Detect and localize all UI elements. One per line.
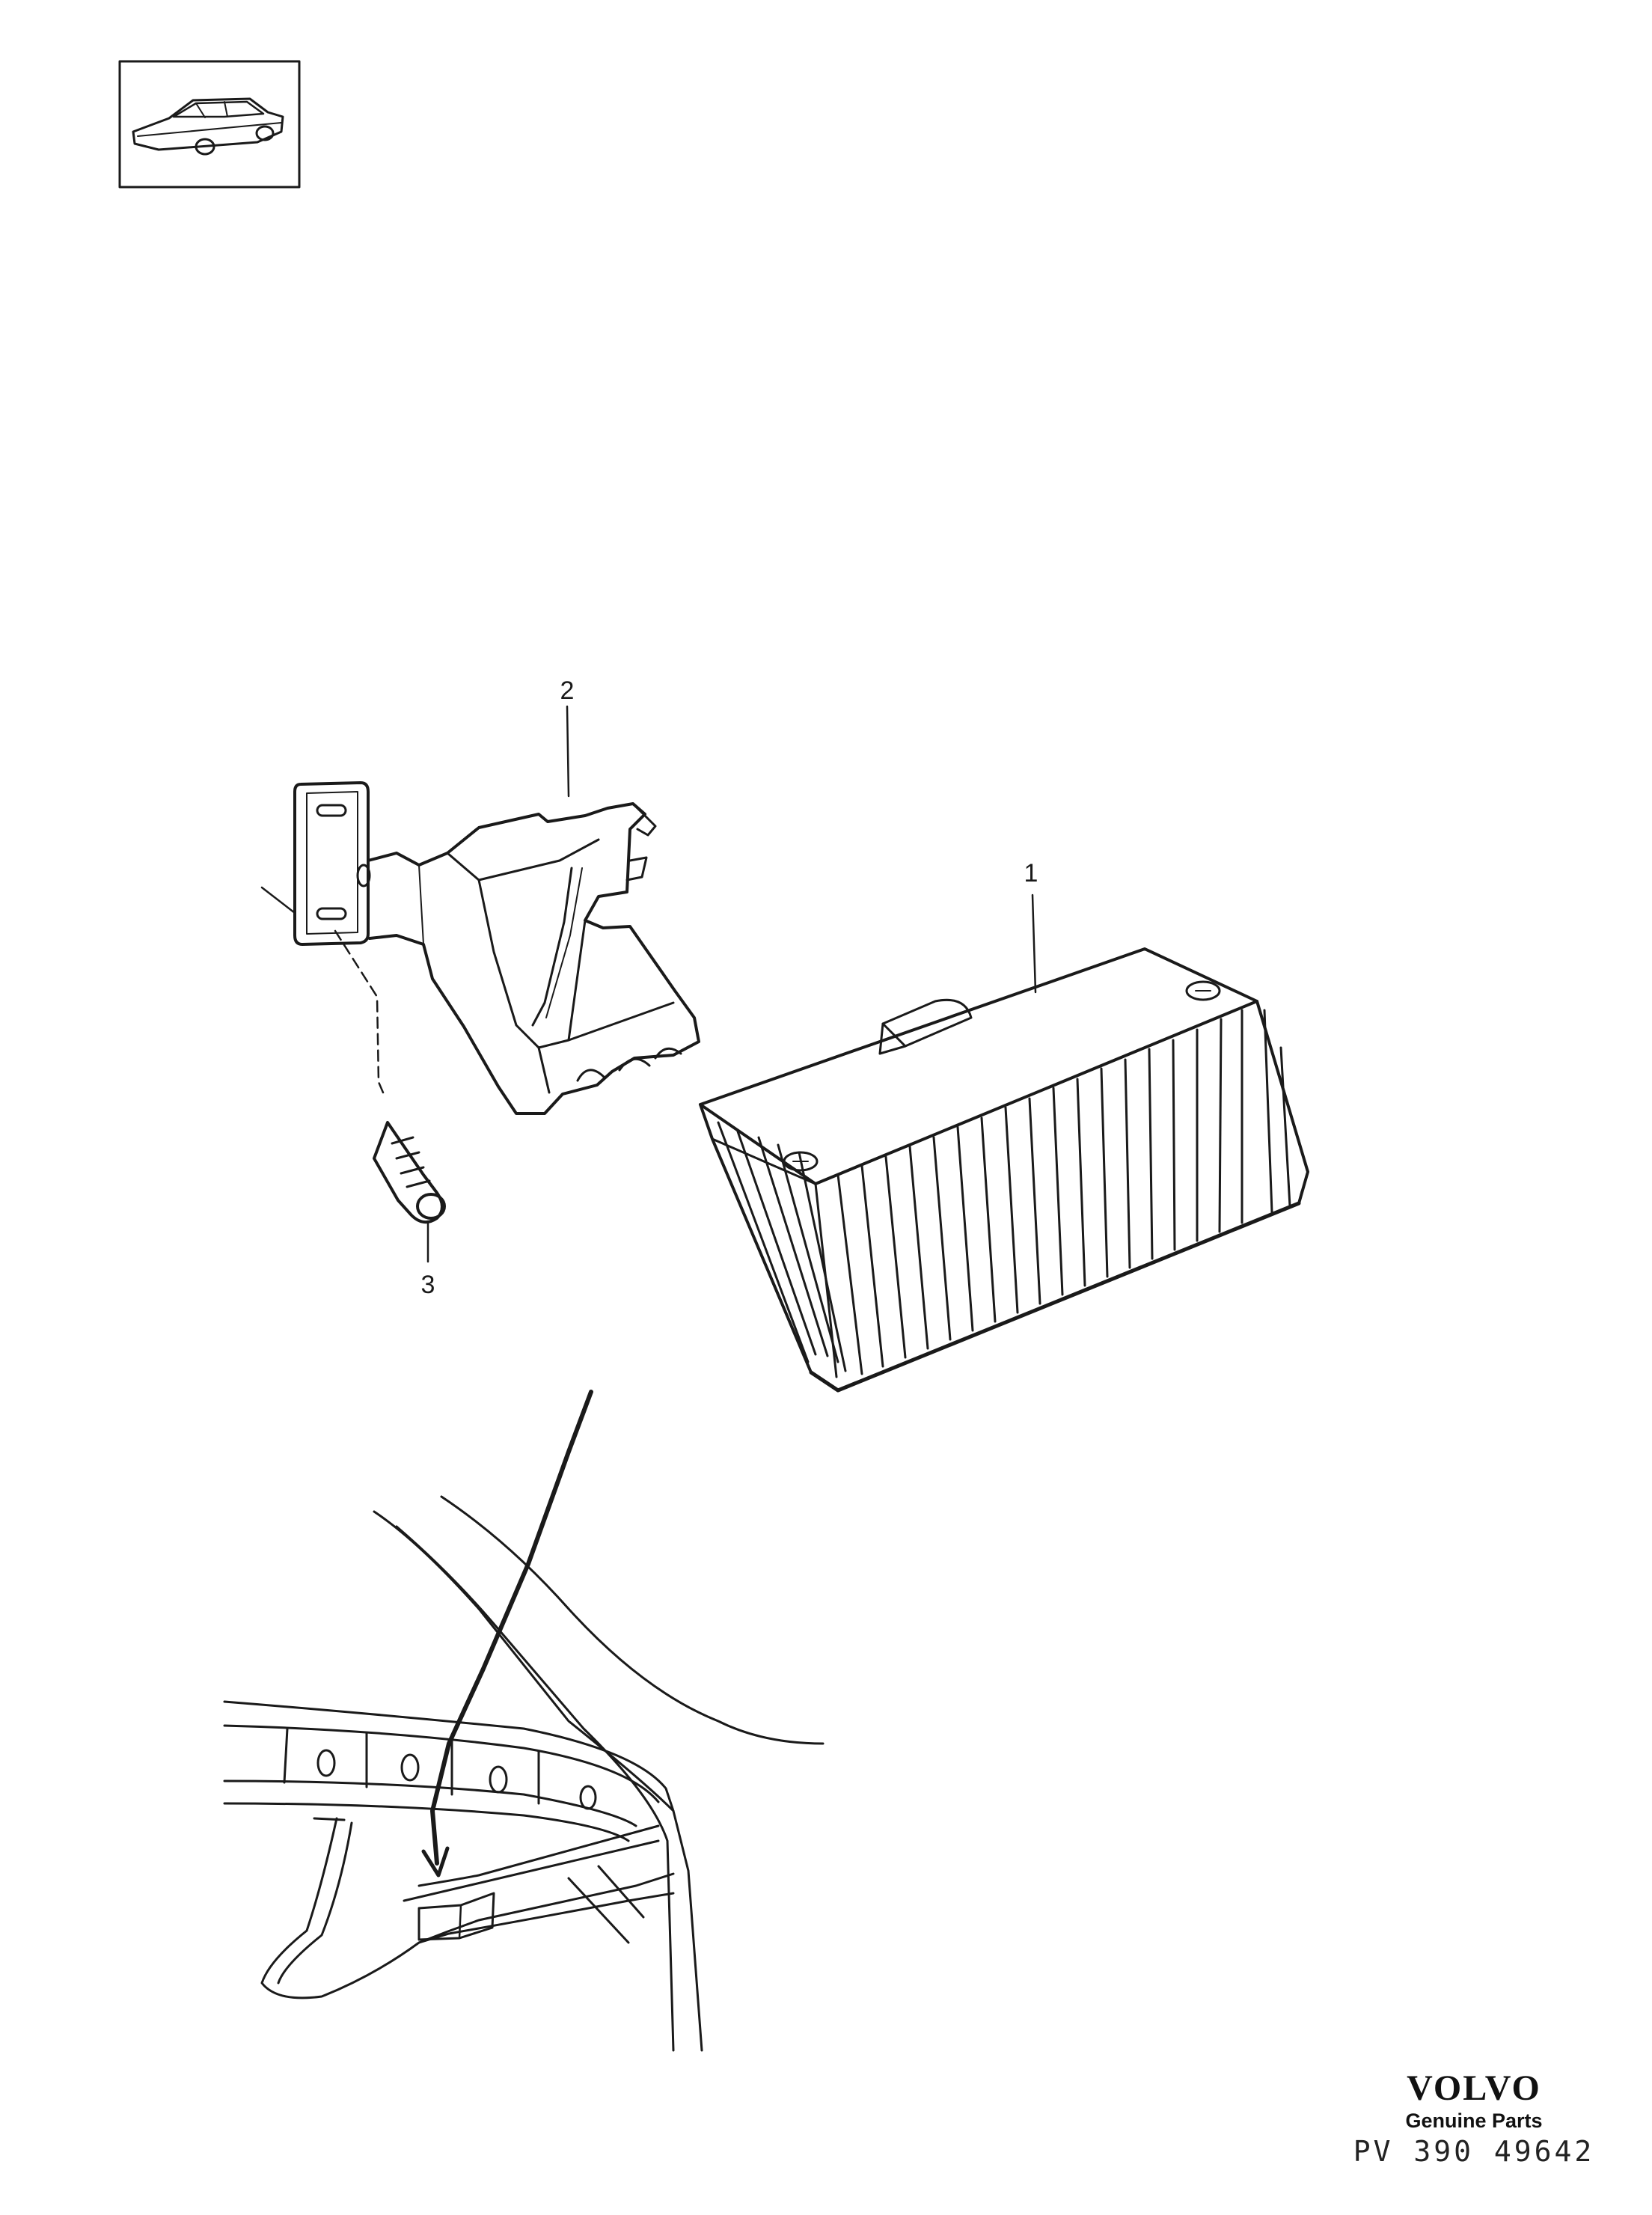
- arrow-head-icon: [421, 1846, 450, 1878]
- callout-3: 3: [421, 1271, 435, 1299]
- interior-light-unit: [699, 947, 1309, 1393]
- diagram-reference-number: PV 390 49642: [1353, 2135, 1595, 2168]
- callout-1-leader: [1031, 893, 1037, 994]
- volvo-logo: VOLVO: [1407, 2068, 1541, 2108]
- callout-2-leader: [566, 705, 570, 798]
- grille-slats: [717, 1009, 1291, 1375]
- location-arrow: [430, 1390, 593, 1866]
- bracket-leader-line: [260, 886, 296, 914]
- brand-block: VOLVO Genuine Parts PV 390 49642: [1317, 2070, 1631, 2169]
- callout-2: 2: [560, 676, 575, 705]
- genuine-parts-tagline: Genuine Parts: [1405, 2109, 1543, 2132]
- vehicle-thumbnail-icon: [118, 60, 301, 189]
- mounting-bracket: [293, 781, 700, 1115]
- car-body-section: [223, 1495, 825, 2052]
- callout-1: 1: [1024, 859, 1038, 887]
- screw: [334, 929, 446, 1224]
